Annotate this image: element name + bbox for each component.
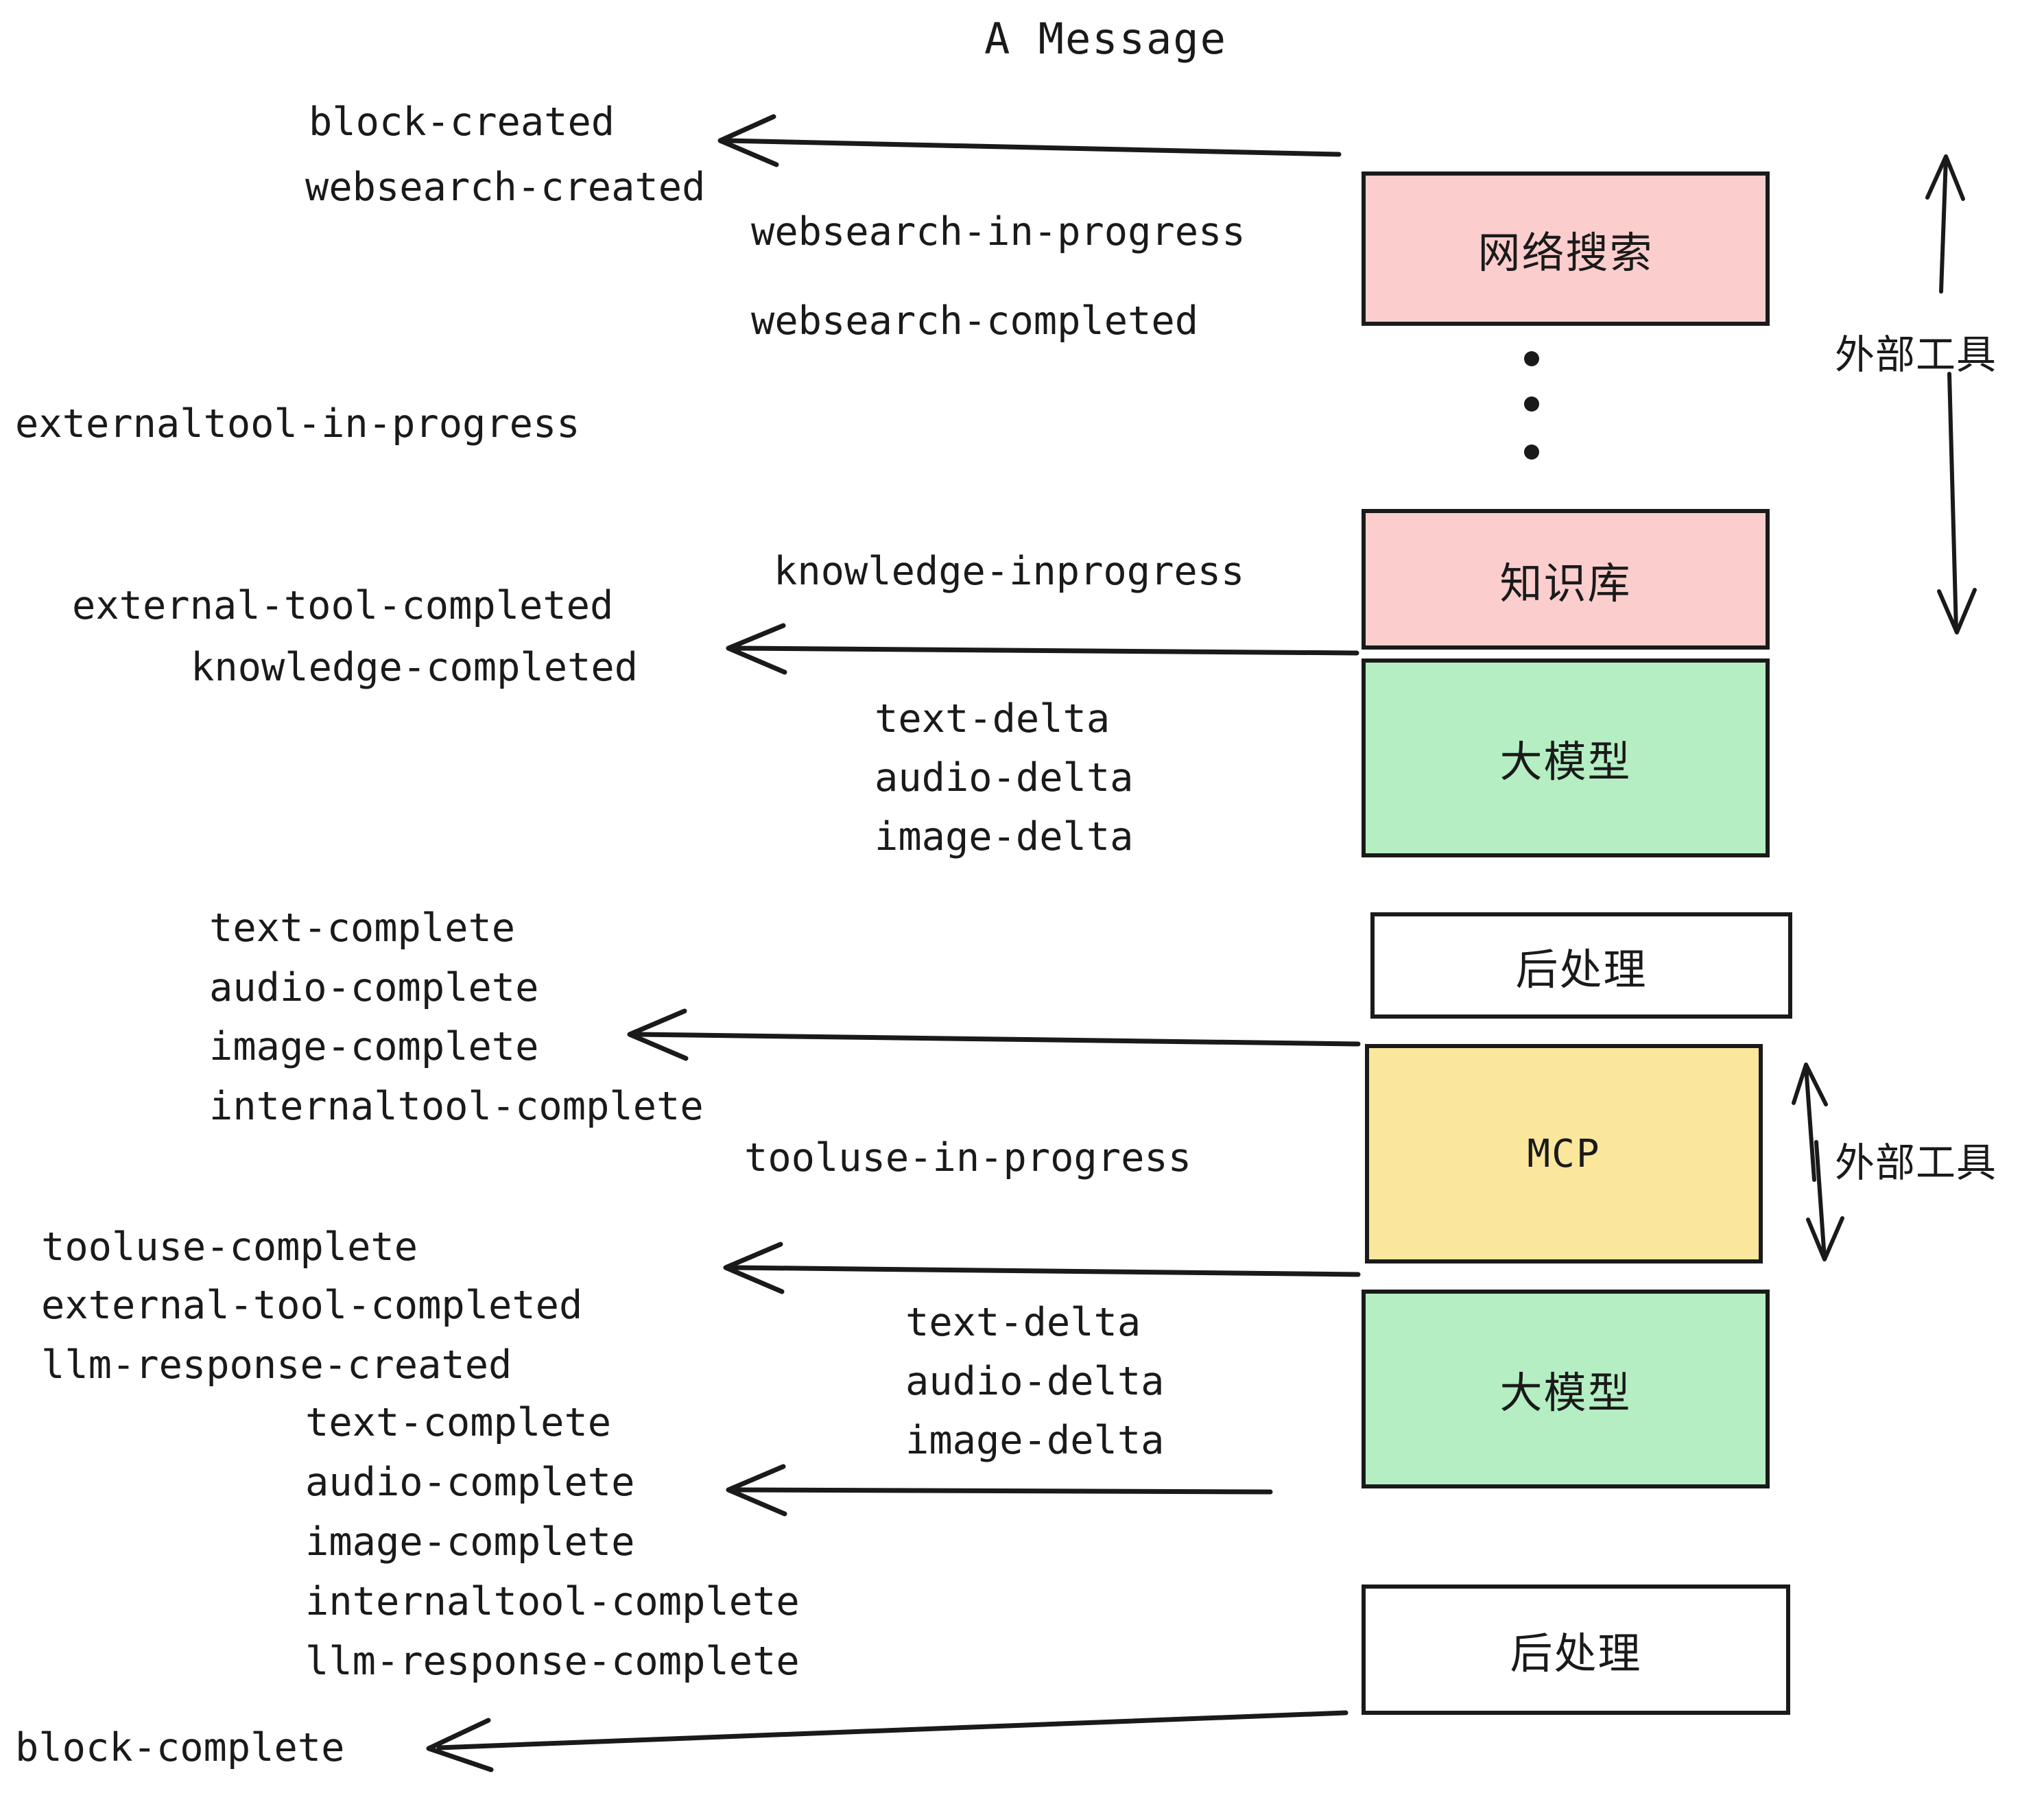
event-label: websearch-created [305,165,706,210]
event-label: llm-response-created [41,1342,512,1388]
ellipsis-dot-icon [1524,444,1539,460]
event-label: audio-delta [905,1359,1165,1404]
external-tool-bracket-upper [1925,154,1977,634]
event-label: text-delta [905,1300,1141,1345]
event-label: block-created [309,99,615,145]
event-label: block-complete [15,1725,345,1770]
event-label: external-tool-completed [72,583,614,628]
event-label: image-complete [209,1024,539,1069]
arrow-block-complete [426,1710,1348,1772]
page-title: A Message [984,14,1227,64]
event-label: tooluse-in-progress [744,1135,1192,1180]
event-label: llm-response-complete [305,1639,800,1684]
event-label: externaltool-in-progress [15,401,580,447]
arrow-knowledge-completed [726,623,1359,675]
node-box: 知识库 [1362,509,1770,650]
ellipsis-dot-icon [1524,351,1539,366]
ellipsis-dot-icon [1524,396,1539,412]
event-label: audio-complete [209,965,539,1010]
event-label: text-delta [875,696,1110,741]
external-tool-annotation: 外部工具 [1835,1139,1997,1186]
node-box: 大模型 [1362,1290,1770,1488]
arrow-websearch-created [717,114,1342,167]
event-label: knowledge-inprogress [774,549,1245,594]
event-label: knowledge-completed [191,645,639,690]
event-label: text-complete [305,1400,612,1445]
event-label: image-delta [905,1418,1165,1463]
arrow-tooluse-complete [723,1242,1361,1294]
event-label: audio-complete [305,1460,635,1505]
node-box: 网络搜索 [1362,171,1770,326]
event-label: image-delta [875,814,1134,859]
event-label: websearch-completed [751,298,1199,344]
event-label: image-complete [305,1519,635,1565]
node-box: 后处理 [1362,1585,1790,1715]
node-box: 大模型 [1362,658,1770,857]
arrow-image-complete [627,1008,1361,1061]
event-label: internaltool-complete [305,1579,800,1624]
event-label: text-complete [209,905,516,951]
event-label: audio-delta [875,755,1134,800]
event-label: external-tool-completed [41,1283,583,1328]
external-tool-annotation: 外部工具 [1835,331,1997,378]
node-box: 后处理 [1370,912,1792,1019]
event-label: tooluse-complete [41,1224,418,1270]
event-label: websearch-in-progress [751,209,1246,254]
arrow-audio-complete [726,1464,1273,1517]
event-label: internaltool-complete [209,1084,704,1129]
node-box: MCP [1365,1044,1763,1263]
